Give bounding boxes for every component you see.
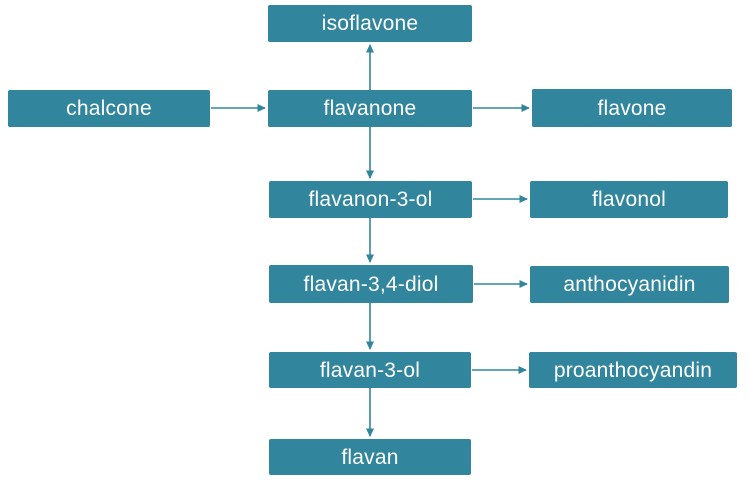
node-flavonol: flavonol (530, 181, 728, 218)
node-flavan-3-ol: flavan-3-ol (269, 352, 471, 388)
node-anthocyanidin: anthocyanidin (530, 266, 729, 303)
node-proanthocyandin: proanthocyandin (529, 352, 737, 388)
node-flavan: flavan (269, 439, 471, 475)
node-flavan-3-4-diol: flavan-3,4-diol (269, 265, 473, 303)
node-chalcone: chalcone (8, 90, 210, 127)
node-flavanon-3-ol: flavanon-3-ol (269, 181, 472, 218)
node-flavanone: flavanone (268, 90, 472, 127)
node-isoflavone: isoflavone (268, 5, 472, 42)
node-flavone: flavone (532, 89, 732, 127)
